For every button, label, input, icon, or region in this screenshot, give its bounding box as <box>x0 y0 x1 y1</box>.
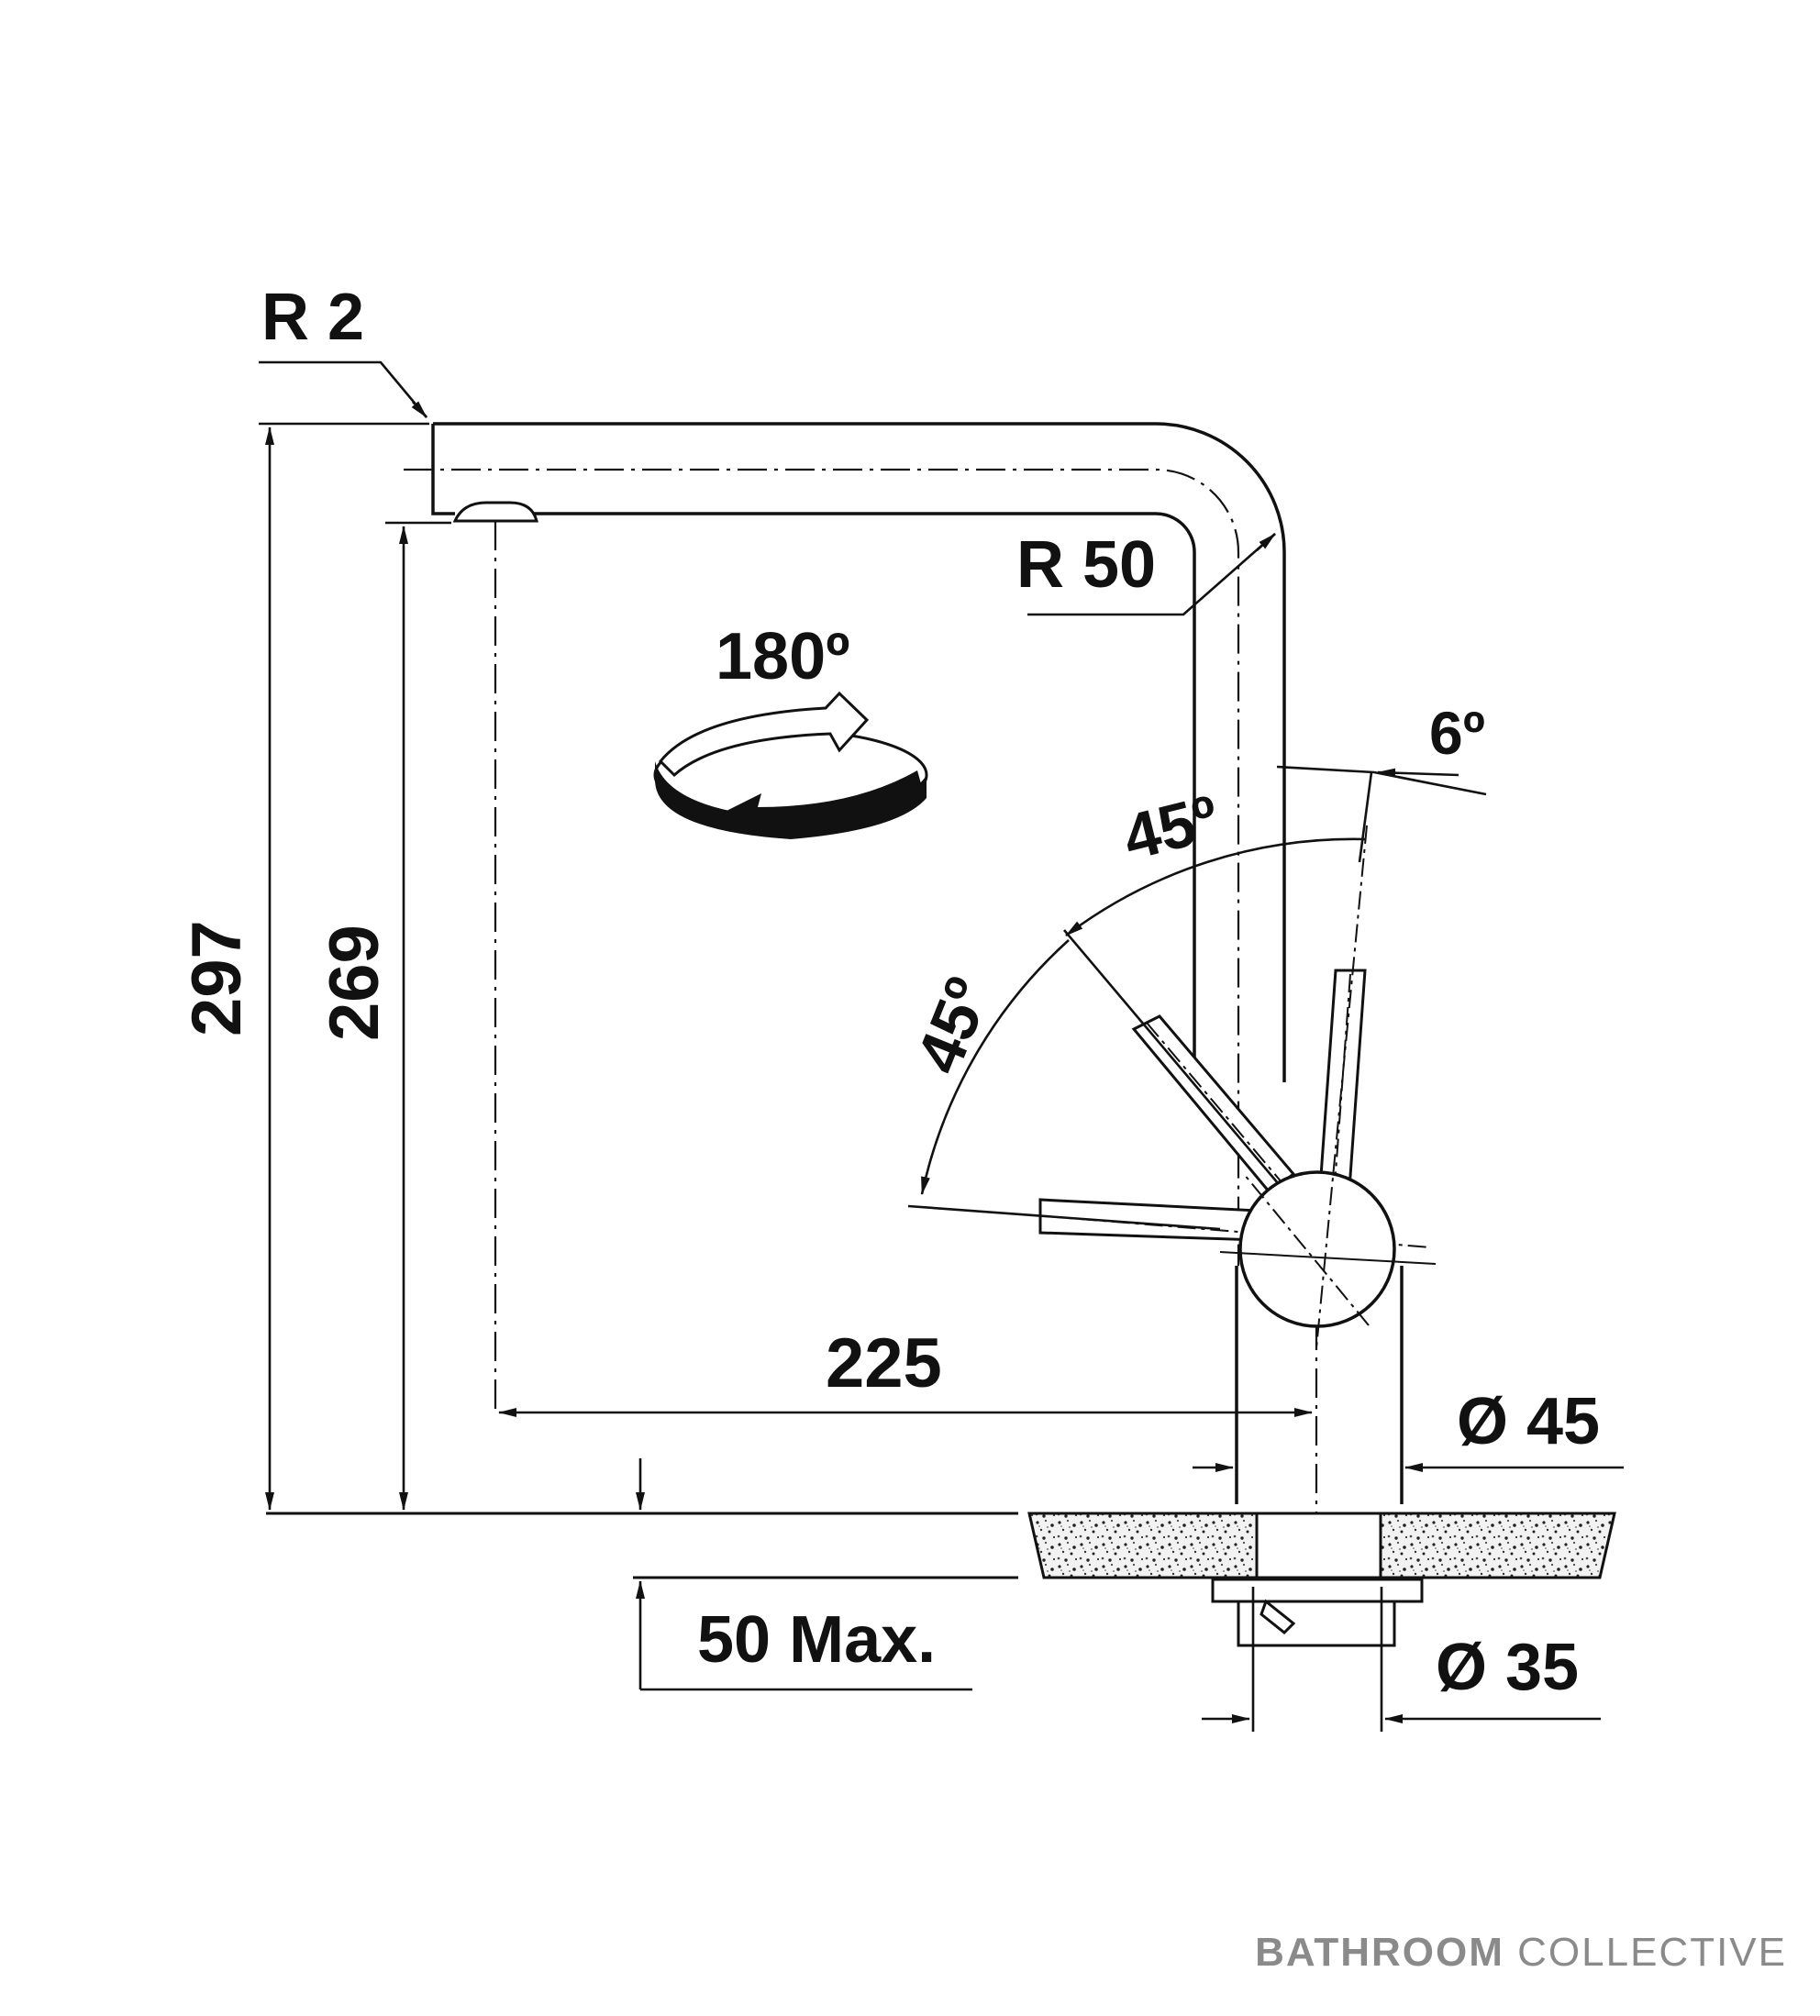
faucet-outline <box>431 422 1404 1504</box>
spout-reach-label: 225 <box>826 1324 942 1402</box>
lever-angle-arcs <box>907 837 1366 1231</box>
dimension-labels: R 2 R 50 180º 6º 45º 45º 297 269 225 Ø 4… <box>178 281 1600 1704</box>
dimension-lines <box>259 360 1624 1732</box>
max-thickness-label: 50 Max. <box>697 1603 936 1677</box>
bend-radius-label: R 50 <box>1016 528 1156 602</box>
tip-radius-label: R 2 <box>261 281 364 354</box>
mounting-hardware <box>1211 1578 1424 1647</box>
total-height-label: 297 <box>178 920 256 1036</box>
outlet-height-label: 269 <box>316 925 394 1041</box>
lever-angle-upper-label: 45º <box>1116 781 1226 874</box>
tilt-indicator <box>1276 765 1487 863</box>
hole-diameter-label: Ø 35 <box>1436 1631 1579 1704</box>
aerator <box>452 501 538 523</box>
countertop <box>266 1512 1616 1579</box>
brand-watermark: BATHROOM COLLECTIVE <box>1255 1930 1787 1976</box>
watermark-light: COLLECTIVE <box>1517 1930 1787 1975</box>
watermark-bold: BATHROOM <box>1255 1930 1504 1975</box>
rotation-symbol <box>653 691 928 839</box>
spout-tilt-label: 6º <box>1429 699 1485 767</box>
body-diameter-label: Ø 45 <box>1457 1385 1600 1458</box>
swivel-angle-label: 180º <box>716 620 849 693</box>
center-lines <box>404 468 1318 1545</box>
lever-angle-lower-label: 45º <box>903 968 1004 1082</box>
